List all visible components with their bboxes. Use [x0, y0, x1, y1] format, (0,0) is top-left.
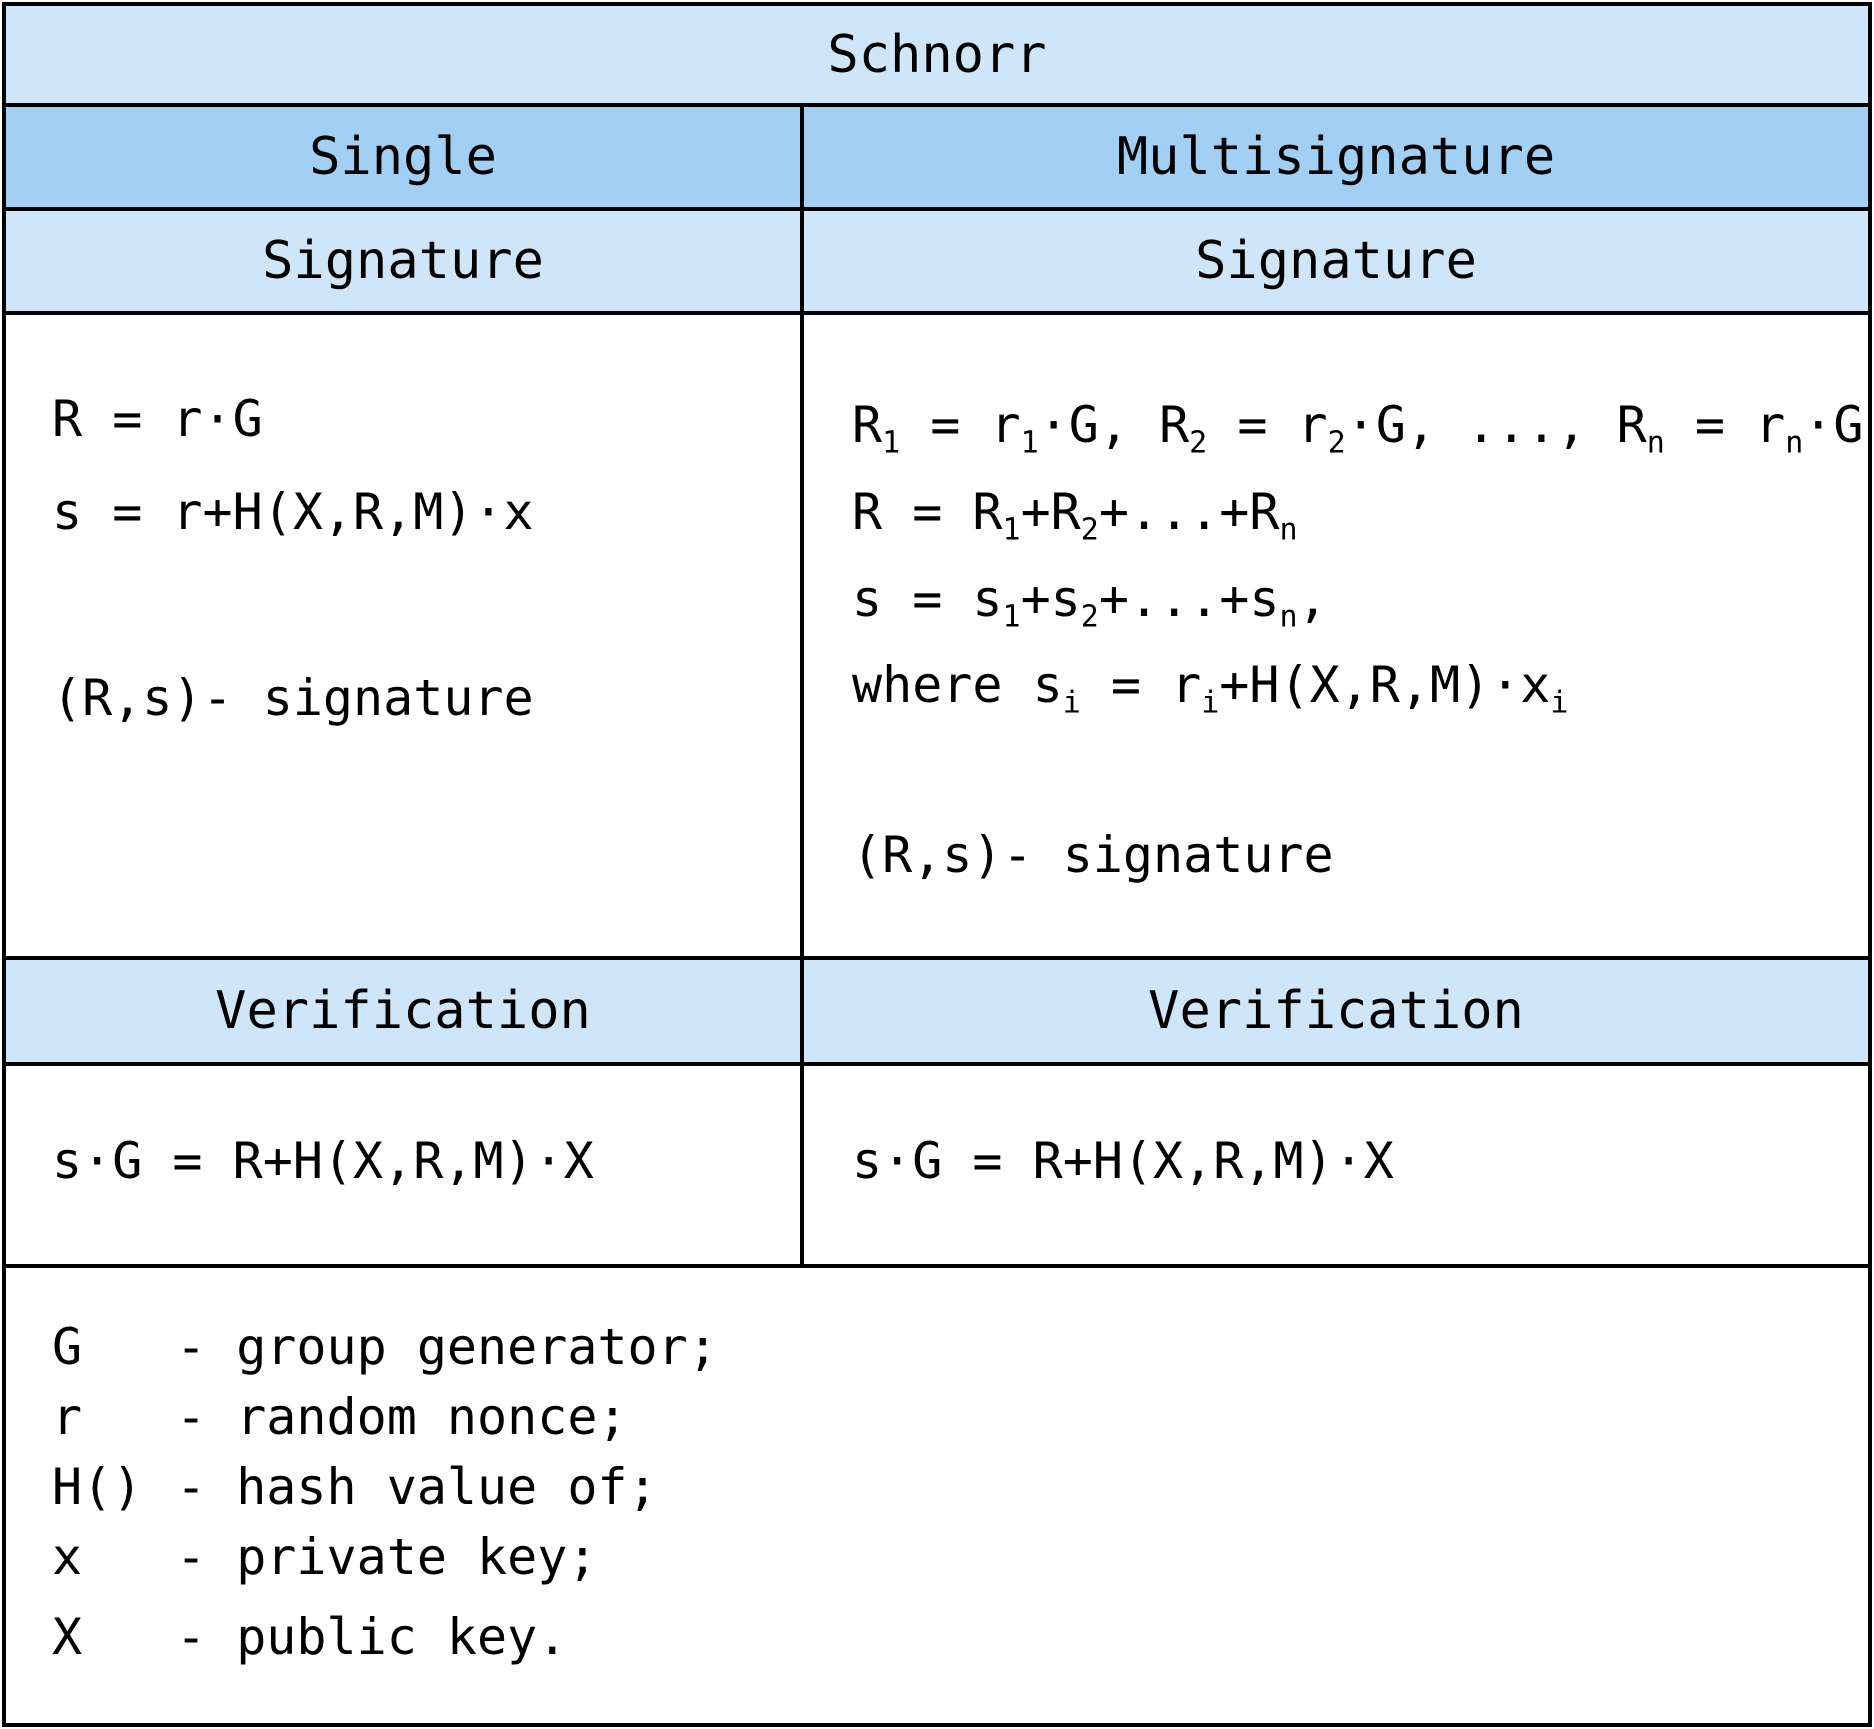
- multi-sig-line-2: R = R1+R2+...+Rn: [852, 483, 1298, 548]
- legend-symbol: r: [52, 1388, 83, 1446]
- signature-header-multi-text: Signature: [1195, 231, 1477, 291]
- verification-multi-formula: s·G = R+H(X,R,M)·X: [852, 1132, 1394, 1190]
- multi-sig-line-5: (R,s)- signature: [852, 826, 1334, 884]
- signature-header-multi: Signature: [804, 211, 1868, 311]
- legend-item: G: [52, 1322, 82, 1372]
- legend-desc: - private key;: [176, 1528, 598, 1586]
- legend-desc: - random nonce;: [176, 1388, 628, 1446]
- divider-verification-body: [6, 1264, 1868, 1268]
- column-header-multi: Multisignature: [804, 107, 1868, 207]
- multi-sig-line-3: s = s1+s2+...+sn,: [852, 570, 1328, 635]
- divider-signature-header: [6, 311, 1868, 315]
- verification-header-single: Verification: [6, 960, 800, 1062]
- legend-item: x: [52, 1532, 82, 1582]
- legend-symbol: H(): [52, 1458, 143, 1516]
- column-header-multi-text: Multisignature: [1116, 127, 1556, 187]
- legend-item: H(): [52, 1462, 142, 1512]
- divider-title: [6, 103, 1868, 107]
- legend-desc: - group generator;: [176, 1318, 718, 1376]
- verification-header-band: [6, 960, 1868, 1062]
- verification-header-multi: Verification: [804, 960, 1868, 1062]
- legend-item: r: [52, 1392, 82, 1442]
- single-sig-line-1: R = r·G: [52, 390, 263, 448]
- legend-desc: - public key.: [176, 1608, 568, 1666]
- multi-sig-line-1: R1 = r1·G, R2 = r2·G, ..., Rn = rn·G: [852, 396, 1864, 461]
- signature-header-band: [6, 211, 1868, 311]
- divider-columns: [6, 207, 1868, 211]
- divider-signature-body: [6, 956, 1868, 960]
- table-title: Schnorr: [6, 6, 1868, 103]
- legend-symbol: X: [52, 1608, 83, 1666]
- single-sig-line-2: s = r+H(X,R,M)·x: [52, 483, 534, 541]
- verification-single-formula: s·G = R+H(X,R,M)·X: [52, 1132, 594, 1190]
- column-header-band: [6, 107, 1868, 207]
- column-header-single: Single: [6, 107, 800, 207]
- verification-header-multi-text: Verification: [1148, 981, 1524, 1041]
- legend-symbol: G: [52, 1318, 83, 1376]
- divider-verification-header: [6, 1062, 1868, 1066]
- legend-symbol: x: [52, 1528, 83, 1586]
- multi-sig-line-4: where si = ri+H(X,R,M)·xi: [852, 656, 1569, 721]
- column-divider: [800, 107, 804, 1264]
- signature-header-single: Signature: [6, 211, 800, 311]
- column-header-single-text: Single: [309, 127, 497, 187]
- signature-header-single-text: Signature: [262, 231, 544, 291]
- verification-header-single-text: Verification: [215, 981, 591, 1041]
- single-sig-line-3: (R,s)- signature: [52, 669, 534, 727]
- title-text: Schnorr: [827, 24, 1047, 85]
- legend-desc: - hash value of;: [176, 1458, 658, 1516]
- legend-item: X: [52, 1612, 82, 1662]
